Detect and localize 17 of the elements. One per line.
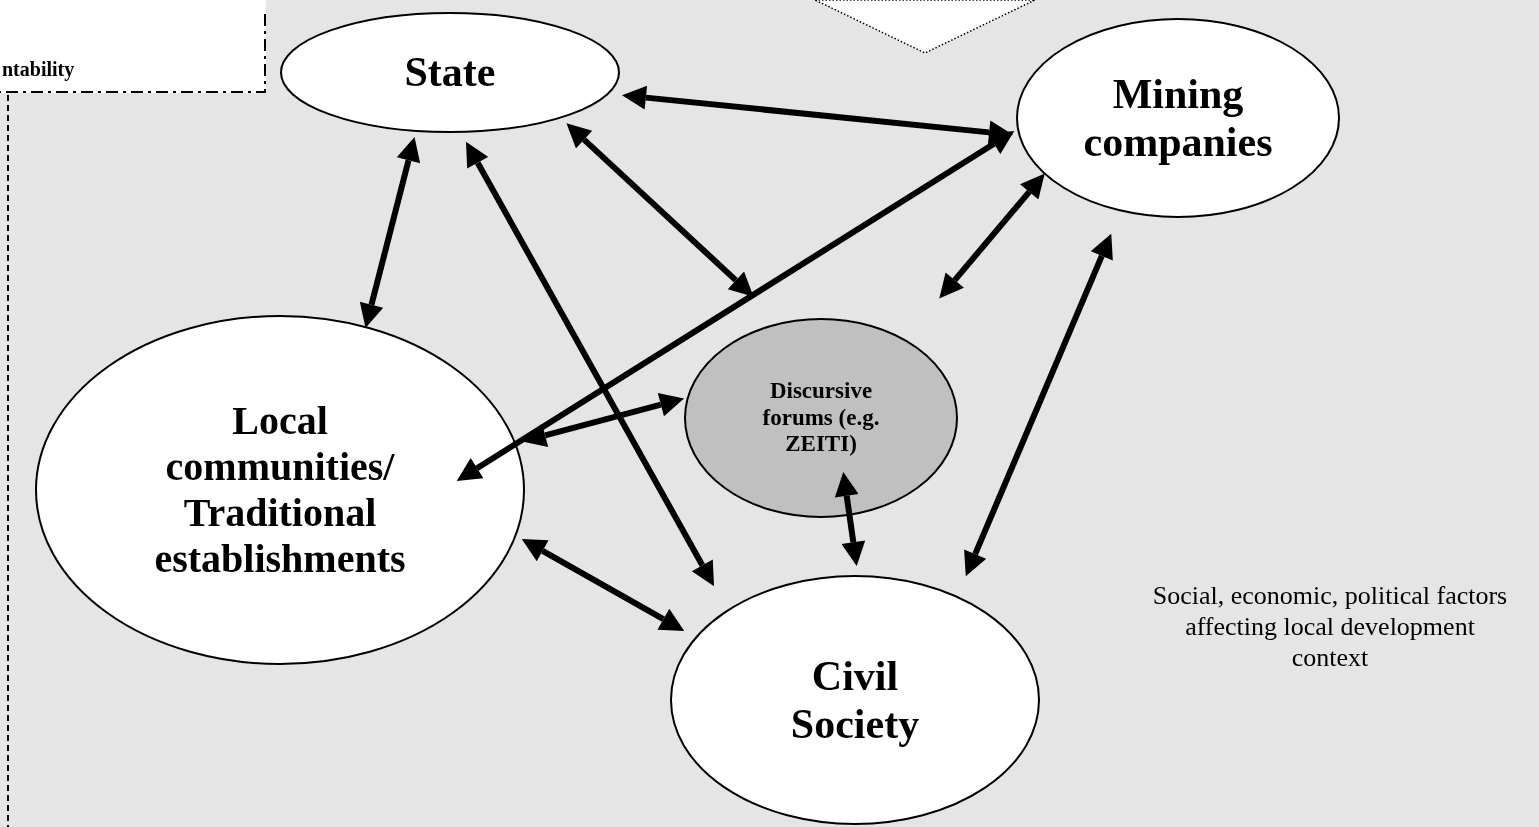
- double-arrow: [521, 393, 685, 447]
- node-label: Mining companies: [1082, 69, 1274, 167]
- double-arrow: [465, 141, 715, 587]
- double-arrow: [359, 136, 421, 329]
- double-arrow: [566, 123, 754, 297]
- double-arrow: [939, 173, 1045, 299]
- double-arrow: [521, 539, 685, 631]
- node-label: State: [404, 48, 496, 97]
- double-arrow: [456, 131, 1015, 481]
- node-label: Civil Society: [789, 651, 921, 749]
- double-arrow: [834, 472, 866, 566]
- panel-title: ntability: [2, 58, 75, 81]
- note-text: Social, economic, political factors affecting local development context: [1151, 580, 1509, 674]
- node-label: Discursive forums (e.g. ZEITI): [761, 378, 881, 458]
- double-arrow: [622, 85, 1013, 145]
- node-label: Local communities/ Traditional establishments: [153, 398, 407, 582]
- double-arrow: [964, 233, 1113, 577]
